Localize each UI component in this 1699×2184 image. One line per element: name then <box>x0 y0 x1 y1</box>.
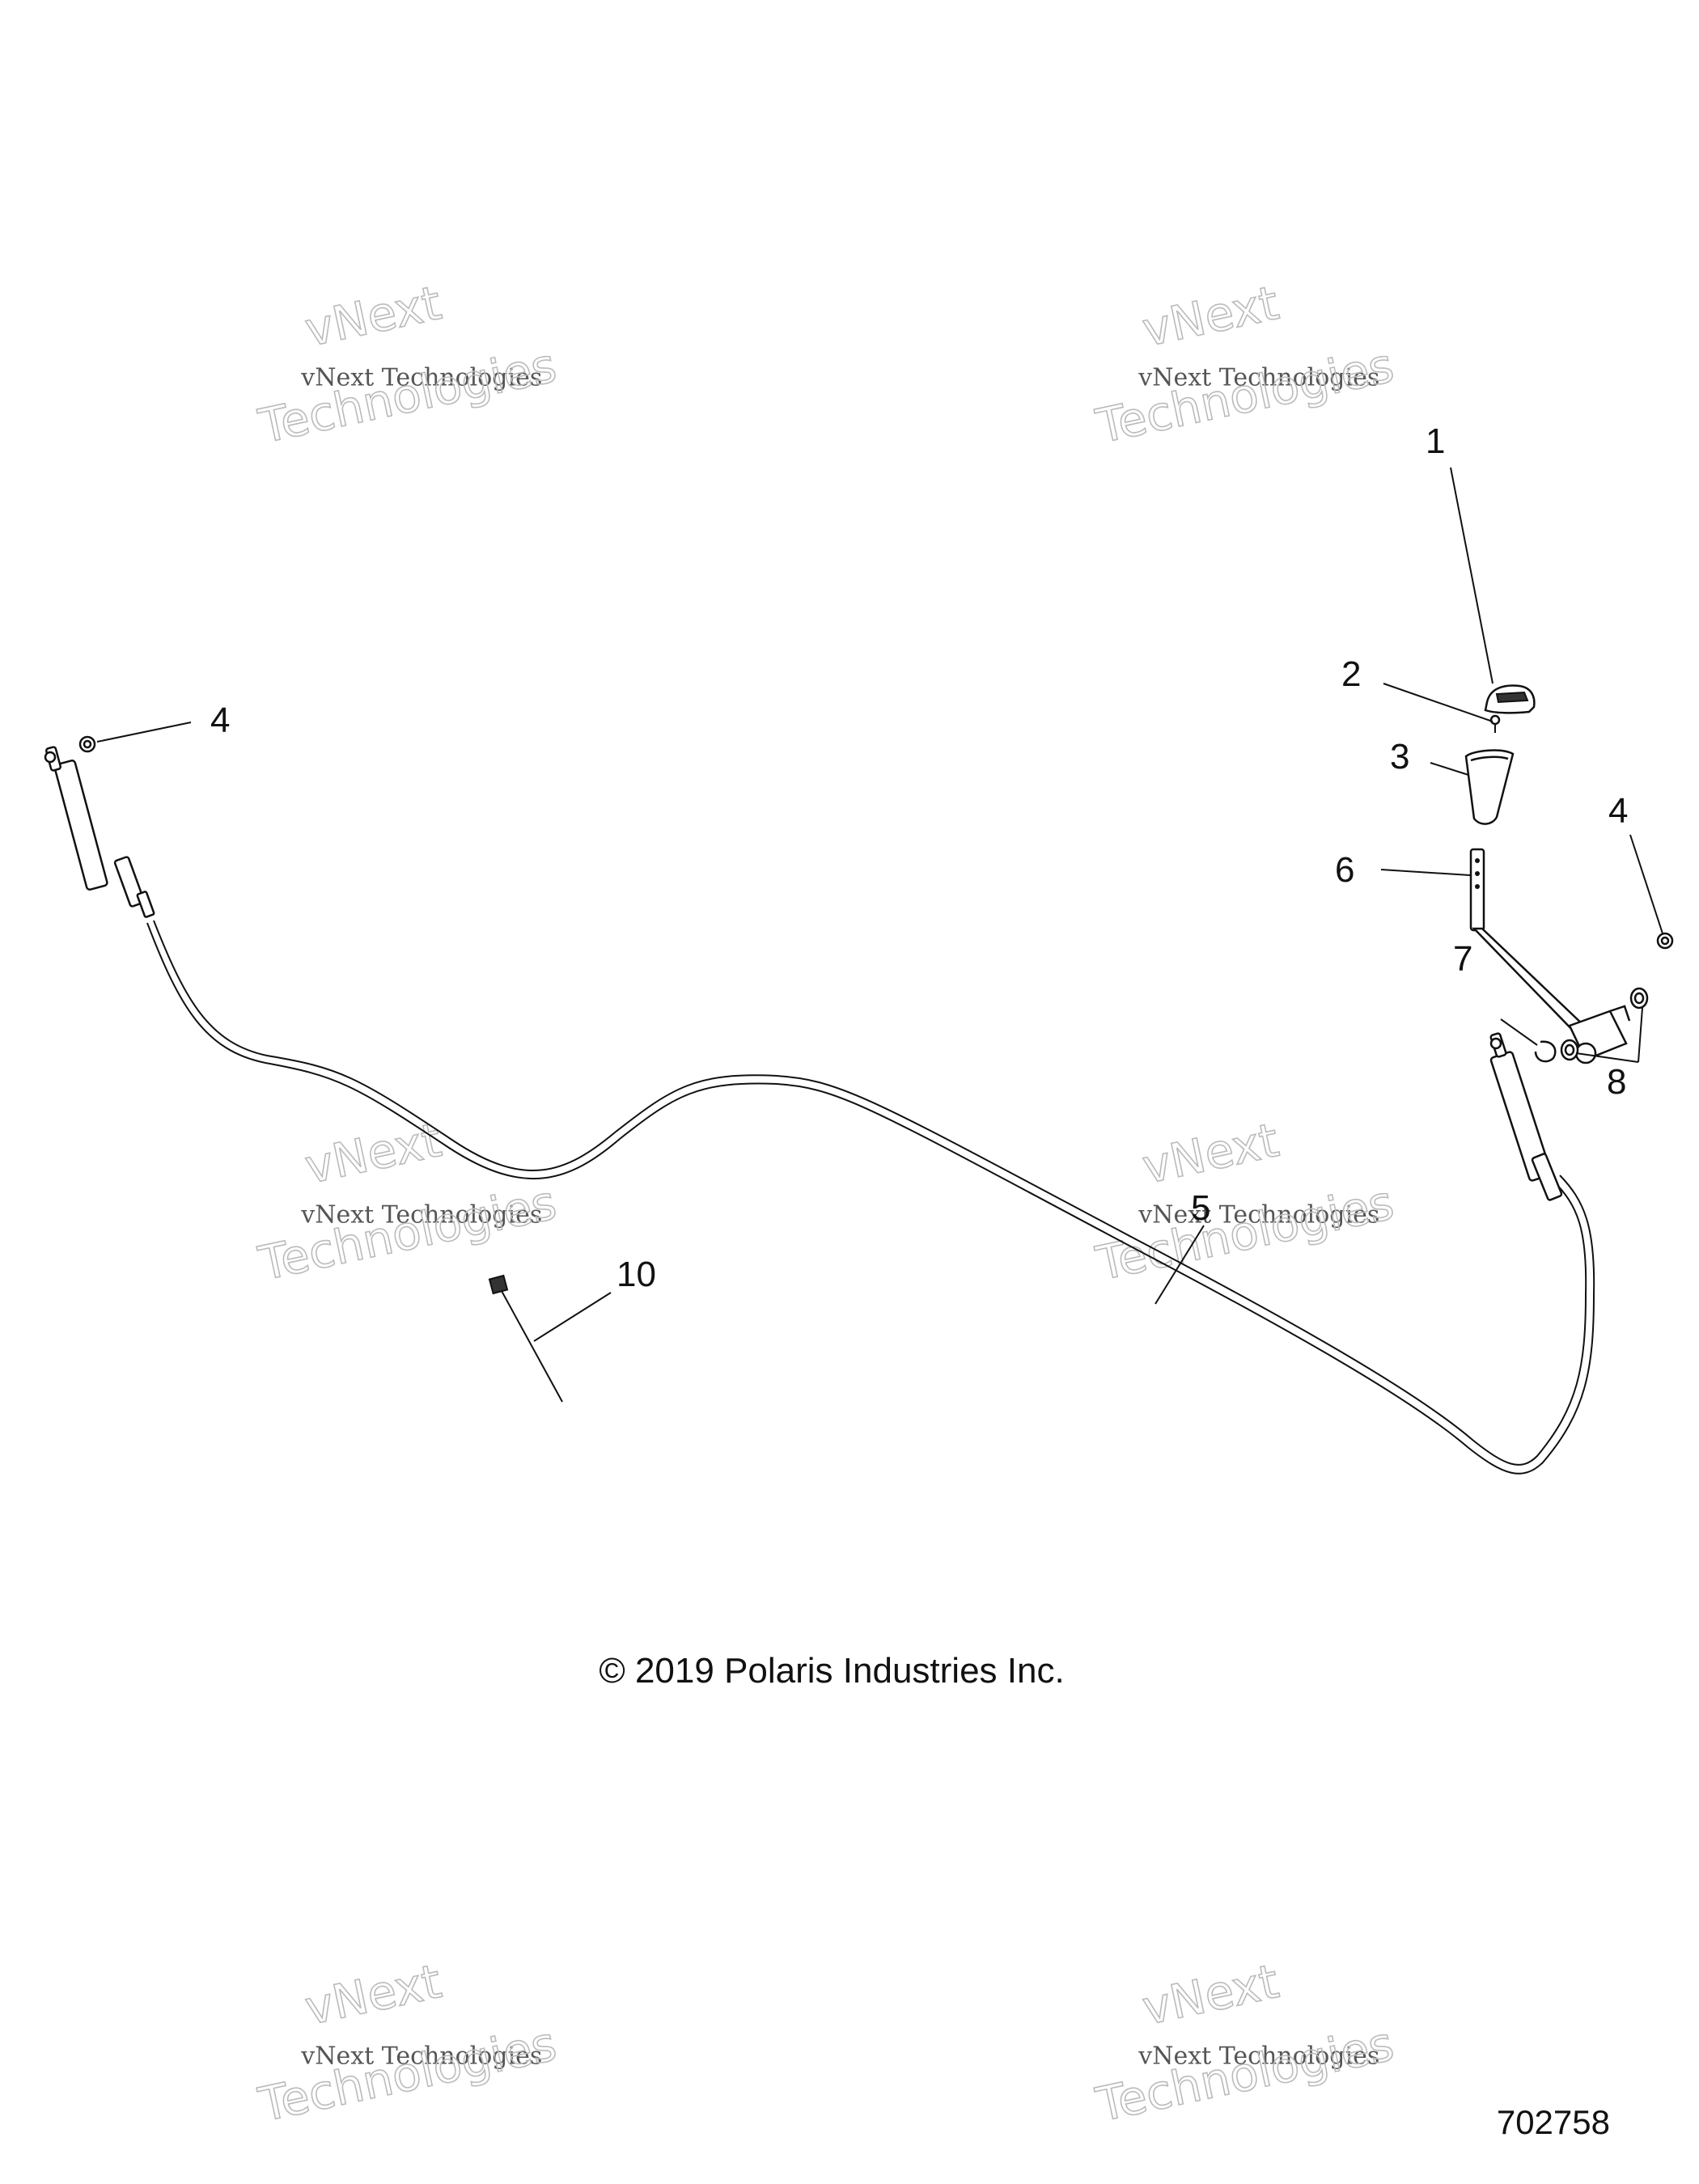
washer-inner <box>1560 1039 1579 1061</box>
watermark-line-2: vNext Technologies <box>1138 363 1379 392</box>
watermark-line-1: vNext <box>300 1112 446 1195</box>
watermark-line-3: Technologies <box>254 2016 561 2132</box>
watermark-top-right: vNext vNext Technologies Technologies <box>1091 274 1399 455</box>
callout-4-left: 4 <box>210 700 230 740</box>
washer-outer <box>1629 987 1649 1009</box>
leader-1 <box>1450 467 1494 684</box>
leader-2 <box>1383 683 1494 722</box>
callout-10: 10 <box>616 1255 656 1294</box>
watermark-bottom-left: vNext vNext Technologies Technologies <box>253 1953 561 2133</box>
leader-7 <box>1500 1018 1538 1046</box>
callout-5: 5 <box>1191 1188 1210 1228</box>
cable-tie <box>488 1274 563 1403</box>
leader-6 <box>1380 869 1471 876</box>
nut-right <box>1656 932 1674 950</box>
callout-8: 8 <box>1607 1062 1626 1102</box>
watermark-line-2: vNext Technologies <box>1138 1200 1379 1229</box>
figure-number: 702758 <box>1497 2103 1610 2141</box>
watermark-line-1: vNext <box>300 1953 446 2036</box>
watermark-line-3: Technologies <box>1091 1175 1399 1291</box>
watermark-top-left: vNext vNext Technologies Technologies <box>253 274 561 455</box>
shift-boot <box>1464 749 1515 825</box>
watermark-line-2: vNext Technologies <box>300 1200 542 1229</box>
leader-8b <box>1638 1007 1643 1063</box>
watermark-line-3: Technologies <box>1091 2016 1399 2132</box>
leader-10 <box>533 1292 612 1342</box>
leader-5 <box>1155 1225 1205 1305</box>
nut-left <box>78 735 96 753</box>
watermark-line-3: Technologies <box>1091 337 1399 454</box>
watermark-line-3: Technologies <box>254 1175 561 1291</box>
copyright-text: © 2019 Polaris Industries Inc. <box>599 1651 1064 1691</box>
leader-4-right <box>1629 834 1663 934</box>
cable-end-right <box>1489 1032 1563 1201</box>
watermark-line-2: vNext Technologies <box>300 363 542 392</box>
callout-4-right: 4 <box>1608 791 1628 831</box>
callout-6: 6 <box>1335 850 1354 890</box>
leader-3 <box>1430 762 1469 776</box>
shift-lever <box>1469 848 1631 1064</box>
watermark-middle-left: vNext vNext Technologies Technologies <box>253 1111 561 1292</box>
watermark-line-1: vNext <box>300 275 446 358</box>
watermark-line-2: vNext Technologies <box>1138 2042 1379 2070</box>
watermark-bottom-right: vNext vNext Technologies Technologies <box>1091 1953 1399 2133</box>
callout-1: 1 <box>1426 421 1445 461</box>
watermark-line-2: vNext Technologies <box>300 2042 542 2070</box>
watermark-line-1: vNext <box>1138 275 1283 358</box>
cable-end-left <box>44 746 155 918</box>
screw <box>1489 714 1501 733</box>
watermark-middle-right: vNext vNext Technologies Technologies <box>1091 1111 1399 1292</box>
e-clip <box>1534 1040 1557 1063</box>
shift-cable <box>146 920 1595 1475</box>
leader-4-left <box>96 722 192 743</box>
callout-3: 3 <box>1390 737 1409 777</box>
leader-8a <box>1575 1052 1639 1063</box>
watermark-line-1: vNext <box>1138 1112 1283 1195</box>
callout-2: 2 <box>1341 654 1361 694</box>
watermark-line-1: vNext <box>1138 1953 1283 2036</box>
watermark-line-3: Technologies <box>254 337 561 454</box>
callout-7: 7 <box>1453 939 1472 979</box>
shift-knob <box>1484 684 1536 714</box>
